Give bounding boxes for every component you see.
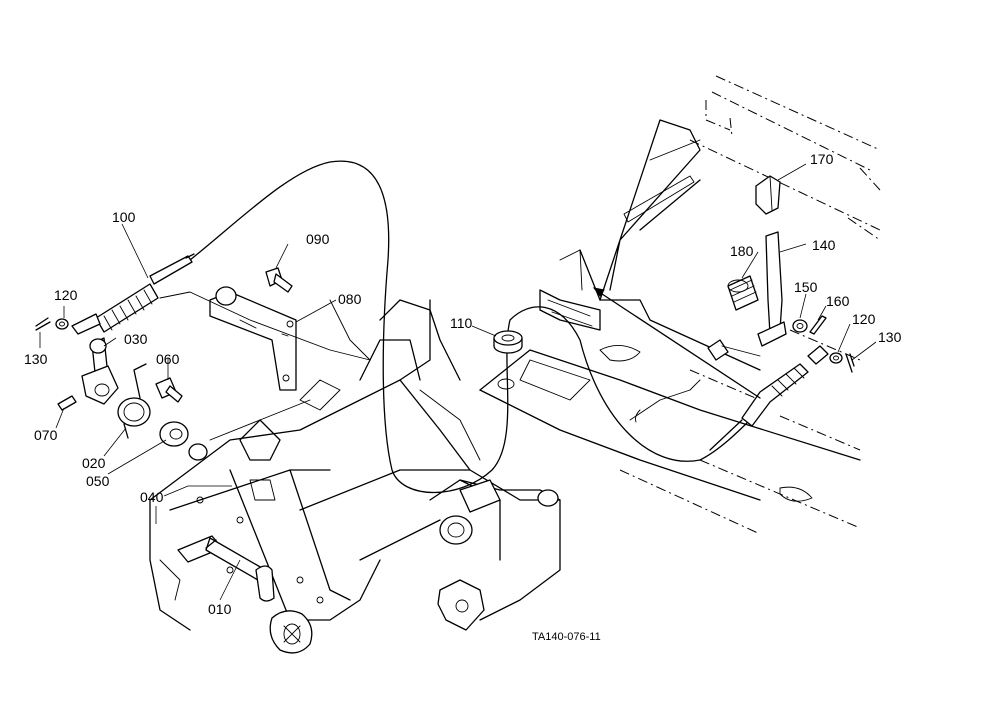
drawing-code: TA140-076-11 [532,631,601,643]
label-160: 160 [826,293,850,309]
label-050: 050 [86,473,110,489]
washer-150 [792,319,808,333]
spring-180 [727,275,759,311]
bolt-060 [155,377,183,403]
transmission-housing [149,299,561,631]
label-150: 150 [794,279,818,295]
throttle-cable-100 [71,160,757,494]
label-100: 100 [112,209,136,225]
label-080: 080 [338,291,362,307]
lever-arm-030 [81,337,119,405]
label-130-right: 130 [878,329,902,345]
label-070: 070 [34,427,58,443]
label-180: 180 [730,243,754,259]
pin-070 [57,395,77,411]
torsion-spring-020 [117,363,151,439]
grommet-110 [493,330,523,354]
label-170: 170 [810,151,834,167]
floor-plate [479,345,861,501]
lever-knob-170 [755,175,781,215]
o-ring-040 [188,443,208,461]
bracket-080 [209,286,297,391]
label-110: 110 [450,315,473,331]
label-060: 060 [156,351,180,367]
pedal-link [707,339,761,361]
label-090: 090 [306,231,330,247]
bolt-090 [265,267,293,293]
washer-120-left [55,318,69,330]
cable-right-end [592,287,829,451]
label-020: 020 [82,455,106,471]
part-labels: 010 020 030 040 050 060 070 080 090 100 … [24,151,902,643]
washer-120-right [829,352,843,364]
lever-bracket-housing [539,119,761,371]
tractor-frame-outline [619,75,881,535]
pin-160 [809,315,827,335]
label-010: 010 [208,601,232,617]
collar-050 [159,421,189,447]
shaft-010 [177,535,313,654]
label-120-right: 120 [852,311,876,327]
leader-lines [39,163,877,601]
label-030: 030 [124,331,148,347]
cotter-pin-130-left [35,317,51,331]
support-casting [429,479,561,631]
hand-lever-140 [757,231,787,347]
label-040: 040 [140,489,164,505]
label-120-left: 120 [54,287,78,303]
label-130-left: 130 [24,351,48,367]
label-140: 140 [812,237,836,253]
